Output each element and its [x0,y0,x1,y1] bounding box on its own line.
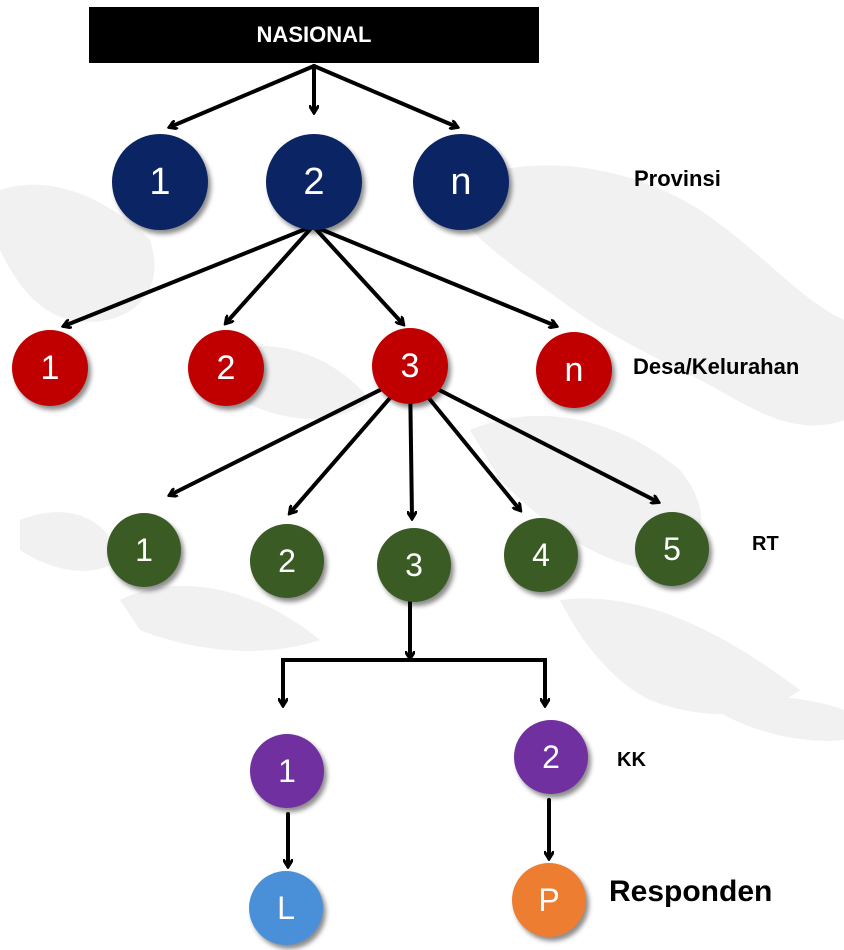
provinsi-node-1-label: 1 [149,161,171,203]
level-label-provinsi: Provinsi [634,166,721,191]
level-label-desa: Desa/Kelurahan [633,354,800,379]
kk-node-2-label: 2 [542,739,560,775]
kk-node-2: 2 [514,720,588,794]
desa-node-3: 3 [372,328,448,404]
provinsi-node-2-label: 2 [303,161,325,203]
rt-node-2: 2 [250,524,324,598]
rt-node-5-label: 5 [663,531,681,567]
arrow-prov-desa-2 [226,224,315,323]
kk-node-1-label: 1 [278,753,296,789]
provinsi-node-n-label: n [450,161,472,203]
kk-bracket [281,658,547,703]
rt-node-2-label: 2 [278,543,296,579]
root-nasional: NASIONAL [89,7,539,63]
provinsi-node-1: 1 [112,134,208,230]
desa-node-3-label: 3 [400,347,420,385]
provinsi-node-2: 2 [266,134,362,230]
rt-node-3-label: 3 [405,547,423,583]
level-label-rt: RT [752,533,779,555]
provinsi-node-n: n [413,134,509,230]
arrow-desa-rt-1 [170,373,412,495]
responden-node-p-label: P [538,882,560,918]
arrow-root-prov-n [312,64,457,127]
arrow-prov-desa-3 [311,224,403,324]
desa-node-n-label: n [564,351,584,389]
arrow-desa-rt-5 [408,373,658,502]
desa-node-2: 2 [188,330,264,406]
desa-node-1-label: 1 [40,349,60,387]
rt-node-5: 5 [635,512,709,586]
level-label-responden: Responden [609,875,773,908]
responden-node-l: L [249,871,323,945]
rt-node-4-label: 4 [532,537,550,573]
responden-node-l-label: L [277,890,295,926]
rt-node-1-label: 1 [135,532,153,568]
rt-node-4: 4 [504,518,578,592]
desa-node-2-label: 2 [216,349,236,387]
responden-node-p: P [512,863,586,937]
arrow-prov-desa-1 [64,224,315,326]
arrow-prov-desa-n [311,224,556,326]
desa-node-n: n [536,332,612,408]
desa-node-1: 1 [12,330,88,406]
root-label: NASIONAL [256,22,372,47]
kk-node-1: 1 [250,734,324,808]
rt-node-3: 3 [377,528,451,602]
level-label-kk: KK [617,749,646,771]
arrow-root-prov-1 [170,64,316,127]
rt-node-1: 1 [107,513,181,587]
